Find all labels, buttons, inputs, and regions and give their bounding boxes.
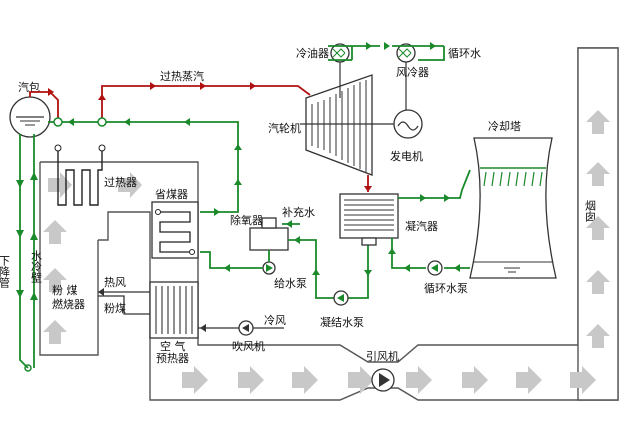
superheater-label: 过热器 — [104, 176, 137, 189]
cooling-tower: 冷却塔 — [469, 120, 557, 279]
air-preheater-label-1: 空 气 — [160, 339, 186, 353]
feed-pump: 给水泵 — [262, 261, 307, 290]
pulverized-coal-label: 粉煤 — [104, 302, 126, 315]
oil-cooler-label: 冷油器 — [296, 46, 329, 60]
induced-fan: 引风机 — [366, 349, 399, 392]
turbine-label: 汽轮机 — [268, 121, 301, 135]
flow-arrow — [406, 366, 432, 394]
downcomer-lines — [16, 134, 38, 372]
economizer-label: 省煤器 — [155, 188, 188, 201]
flow-arrow — [348, 366, 374, 394]
burner-label-2: 燃烧器 — [52, 297, 85, 311]
flow-arrow — [118, 172, 142, 198]
flue-gas-arrows — [43, 110, 610, 394]
waterwall-label: 水冷壁 — [30, 250, 43, 283]
superheated-steam-label: 过热蒸汽 — [160, 69, 204, 83]
generator: 发电机 — [390, 109, 423, 163]
flow-arrow — [586, 270, 610, 294]
flow-arrow — [516, 366, 542, 394]
flow-arrow — [586, 216, 610, 240]
deaerator: 除氧器 补充水 — [230, 205, 315, 251]
air-cooler-label: 风冷器 — [396, 66, 429, 79]
flow-arrow — [43, 268, 67, 292]
feedwater-lines — [48, 117, 242, 216]
flow-arrow — [586, 324, 610, 348]
circulating-water-lines — [388, 169, 471, 272]
flow-arrow — [43, 320, 67, 344]
condensate-pump: 凝结水泵 — [320, 290, 364, 329]
air-cooler: 风冷器 — [396, 43, 429, 110]
circ-water-label: 循环水 — [448, 47, 481, 60]
burner-label-1: 粉 煤 — [52, 284, 78, 297]
air-preheater-label-2: 预热器 — [156, 352, 189, 365]
flow-arrow — [586, 162, 610, 186]
circulating-pump: 循环水泵 — [424, 260, 468, 295]
superheated-steam-line: 过热蒸汽 — [29, 69, 311, 124]
flow-arrow — [182, 366, 208, 394]
flow-arrow — [586, 110, 610, 134]
burner: 粉 煤 燃烧器 热风 粉煤 — [52, 276, 150, 315]
superheater: 过热器 — [54, 144, 137, 206]
flow-arrow — [570, 366, 596, 394]
blower-label: 吹风机 — [232, 339, 265, 353]
deaerator-label: 除氧器 — [230, 213, 263, 227]
oil-cooler: 冷油器 — [296, 43, 350, 98]
circ-pump-label: 循环水泵 — [424, 282, 468, 295]
condenser: 凝汽器 — [339, 193, 438, 246]
flow-arrow — [43, 220, 67, 244]
generator-label: 发电机 — [390, 149, 423, 163]
makeup-water-label: 补充水 — [282, 205, 315, 219]
induced-fan-label: 引风机 — [366, 349, 399, 363]
cooling-tower-label: 冷却塔 — [488, 120, 521, 133]
drum-label: 汽包 — [18, 80, 40, 94]
blower: 冷风 吹风机 — [198, 314, 286, 353]
flow-arrow — [462, 366, 488, 394]
turbine: 汽轮机 — [268, 74, 396, 176]
flow-arrow — [292, 366, 318, 394]
condensate-pump-label: 凝结水泵 — [320, 315, 364, 329]
downcomer-label: 下降管 — [0, 255, 11, 289]
cold-air-label: 冷风 — [264, 314, 286, 327]
flow-arrow — [48, 172, 72, 198]
cooler-water-lines: 循环水 — [328, 42, 481, 61]
condenser-label: 凝汽器 — [405, 219, 438, 233]
feed-pump-label: 给水泵 — [274, 277, 307, 290]
steam-drum: 汽包 — [9, 80, 51, 138]
flow-arrow — [238, 366, 264, 394]
chimney-label: 烟囱 — [584, 199, 597, 222]
hot-air-label: 热风 — [104, 276, 126, 289]
economizer: 省煤器 — [151, 188, 199, 259]
air-preheater: 空 气 预热器 — [149, 281, 199, 365]
